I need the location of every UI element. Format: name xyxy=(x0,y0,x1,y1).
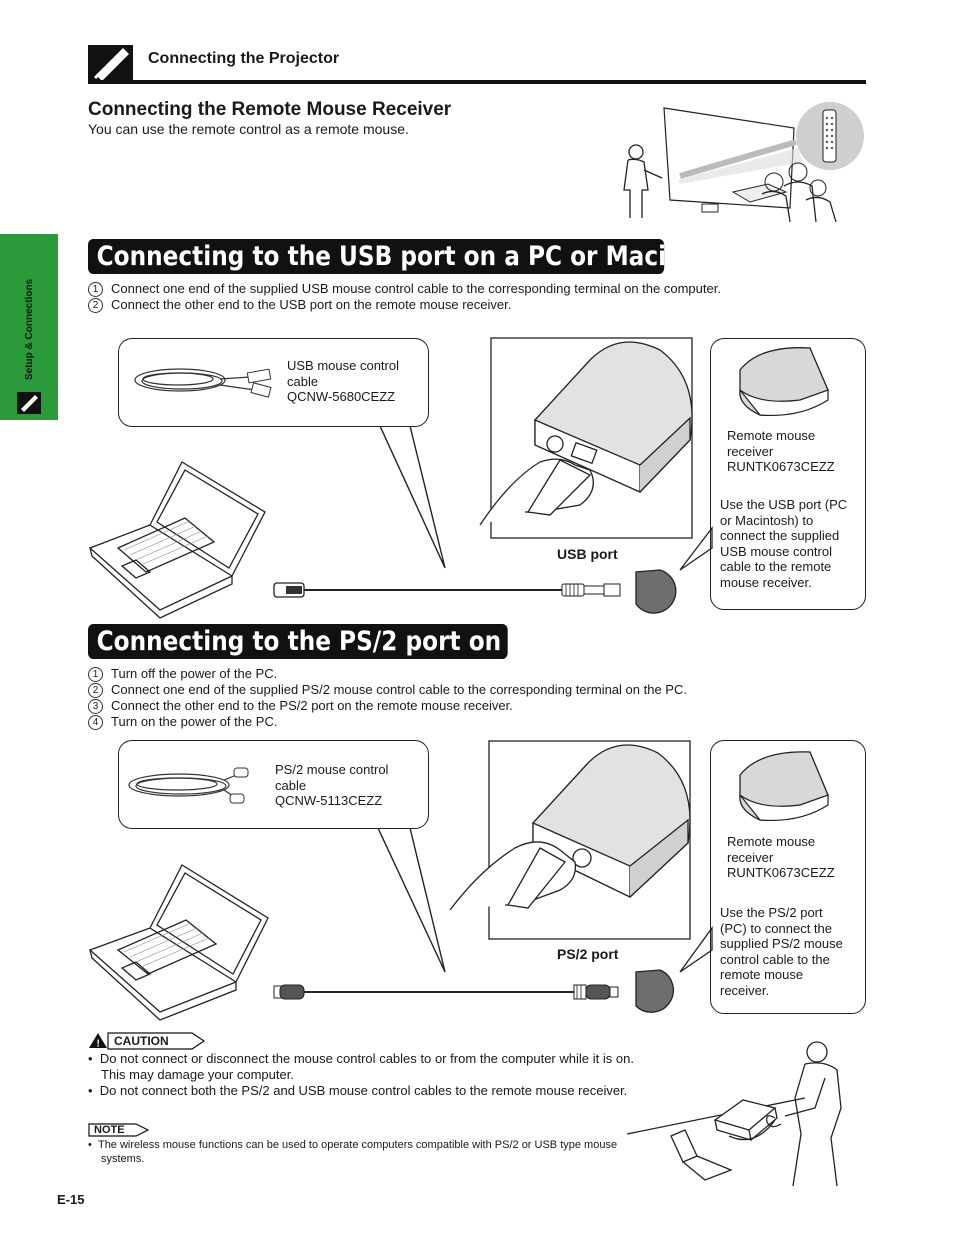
step-number: 4 xyxy=(88,715,103,730)
svg-text:!: ! xyxy=(97,1039,100,1050)
step-number: 2 xyxy=(88,298,103,313)
page-number: E-15 xyxy=(57,1192,85,1207)
step-text: Connect one end of the supplied USB mous… xyxy=(111,281,721,296)
desc-line: Use the USB port (PC xyxy=(720,497,848,512)
caution-text: Do not connect or disconnect the mouse c… xyxy=(99,1051,634,1082)
desc-line: cable to the remote xyxy=(720,559,832,574)
usb-receiver-name: Remote mouse xyxy=(727,428,816,443)
usb-section-banner: Connecting to the USB port on a PC or Ma… xyxy=(88,239,740,274)
ps2-cable-name: PS/2 mouse control xyxy=(275,762,389,777)
step-text: Connect one end of the supplied PS/2 mou… xyxy=(111,682,687,697)
presentation-illustration xyxy=(623,102,864,223)
note-bullet-1: • The wireless mouse functions can be us… xyxy=(88,1139,618,1165)
ps2-section-banner: Connecting to the PS/2 port on a PC xyxy=(88,624,567,659)
ps2-step-3: 3 Connect the other end to the PS/2 port … xyxy=(88,698,513,714)
person-with-laptop-illustration xyxy=(626,1041,842,1187)
caution-label: CAUTION xyxy=(114,1034,169,1048)
subsection-heading: Connecting the Remote Mouse Receiver xyxy=(88,99,452,120)
section-title: Connecting the Projector xyxy=(148,50,340,67)
ps2-cable-label: PS/2 mouse control cable QCNW-5113CEZZ xyxy=(275,762,388,809)
projector-section-icon xyxy=(88,45,133,83)
step-number: 1 xyxy=(88,667,103,682)
ps2-receiver-name-2: receiver xyxy=(727,849,774,865)
side-tab xyxy=(0,234,58,420)
note-label: NOTE xyxy=(94,1124,125,1136)
usb-cable-image xyxy=(134,368,272,398)
desc-line: receiver. xyxy=(720,982,770,998)
usb-description: Use the USB port (PC or Macintosh) to co… xyxy=(720,497,847,590)
desc-line: connect the supplied xyxy=(720,528,840,543)
ps2-step-4: 4 Turn on the power of the PC. xyxy=(88,714,277,730)
ps2-cable-callout xyxy=(118,740,429,829)
ps2-receiver-name: Remote mouse xyxy=(727,834,816,849)
ps2-step-1: 1 Turn off the power of the PC. xyxy=(88,666,277,682)
desc-line: mouse receiver. xyxy=(720,574,812,590)
step-number: 2 xyxy=(88,683,103,698)
usb-receiver-part-number: RUNTK0673CEZZ xyxy=(727,459,835,474)
usb-port-label: USB port xyxy=(557,546,618,562)
note-text: The wireless mouse functions can be used… xyxy=(97,1139,618,1165)
desc-line: or Macintosh) to xyxy=(720,512,814,528)
desc-line: supplied PS/2 mouse xyxy=(720,936,843,951)
ps2-step-2: 2 Connect one end of the supplied PS/2 mo… xyxy=(88,682,687,698)
step-number: 1 xyxy=(88,282,103,297)
caution-bullet-1: • Do not connect or disconnect the mouse… xyxy=(88,1051,634,1082)
step-text: Connect the other end to the USB port on… xyxy=(111,297,512,312)
step-text: Turn on the power of the PC. xyxy=(111,714,278,729)
desc-line: Use the PS/2 port xyxy=(720,905,823,920)
caution-text: Do not connect both the PS/2 and USB mou… xyxy=(99,1083,628,1098)
desc-line: control cable to the xyxy=(720,951,830,967)
step-text: Connect the other end to the PS/2 port o… xyxy=(111,698,513,713)
side-tab-icon xyxy=(17,392,41,414)
usb-receiver-label: Remote mouse receiver RUNTK0673CEZZ xyxy=(727,428,835,475)
header-rule xyxy=(88,80,866,84)
usb-cable-label: USB mouse control cable QCNW-5680CEZZ xyxy=(287,358,399,405)
note-badge xyxy=(88,1123,150,1137)
usb-cable-part-number: QCNW-5680CEZZ xyxy=(287,389,396,404)
desc-line: remote mouse xyxy=(720,967,804,982)
ps2-port-label: PS/2 port xyxy=(557,946,619,962)
usb-cable-name: USB mouse control xyxy=(287,358,399,373)
ps2-description: Use the PS/2 port (PC) to connect the su… xyxy=(720,905,843,998)
caution-badge: ! xyxy=(89,1032,206,1050)
usb-step-1: 1 Connect one end of the supplied USB mou… xyxy=(88,281,721,297)
usb-receiver-name-2: receiver xyxy=(727,443,774,459)
step-number: 3 xyxy=(88,699,103,714)
usb-cable-callout xyxy=(118,338,429,427)
ps2-cable-part-number: QCNW-5113CEZZ xyxy=(275,793,383,808)
caution-bullet-2: • Do not connect both the PS/2 and USB m… xyxy=(88,1083,628,1098)
ps2-receiver-label: Remote mouse receiver RUNTK0673CEZZ xyxy=(727,834,835,881)
ps2-receiver-callout xyxy=(710,740,866,1014)
intro-text: You can use the remote control as a remo… xyxy=(88,121,409,137)
desc-line: (PC) to connect the xyxy=(720,920,832,936)
usb-receiver-callout xyxy=(710,338,866,610)
desc-line: USB mouse control xyxy=(720,543,832,559)
step-text: Turn off the power of the PC. xyxy=(111,666,278,681)
ps2-cable-image xyxy=(128,767,249,804)
ps2-receiver-part-number: RUNTK0673CEZZ xyxy=(727,865,835,880)
ps2-cable-name-2: cable xyxy=(275,777,307,793)
usb-cable-name-2: cable xyxy=(287,373,319,389)
usb-step-2: 2 Connect the other end to the USB port o… xyxy=(88,297,511,313)
